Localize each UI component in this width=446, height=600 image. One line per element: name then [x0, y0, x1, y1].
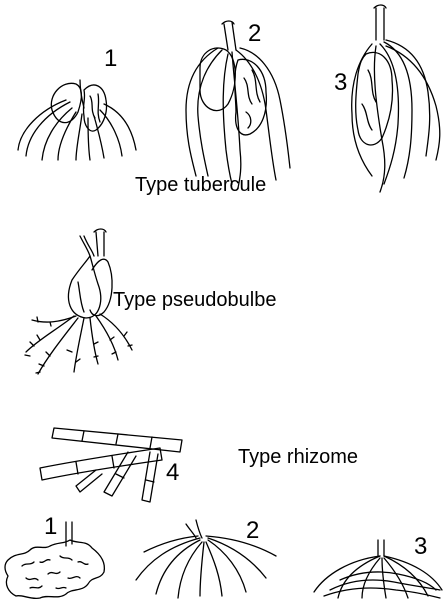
tuber-1-number: 1: [104, 47, 117, 71]
rhizome-number: 4: [166, 461, 179, 485]
tuber-specimen-2: [186, 21, 290, 188]
caption-pseudobulbe: Type pseudobulbe: [113, 290, 276, 310]
rhizome-specimen: [40, 428, 182, 502]
roots-2-number: 2: [246, 519, 259, 543]
tuber-specimen-1: [18, 80, 136, 160]
tuber-specimen-3: [352, 5, 440, 192]
caption-rhizome: Type rhizome: [238, 447, 358, 467]
tuber-3-number: 3: [334, 71, 347, 95]
tuber-2-number: 2: [248, 22, 261, 46]
roots-1-number: 1: [44, 515, 57, 539]
caption-tubercule: Type tubercule: [135, 175, 266, 195]
roots-3-number: 3: [414, 535, 427, 559]
